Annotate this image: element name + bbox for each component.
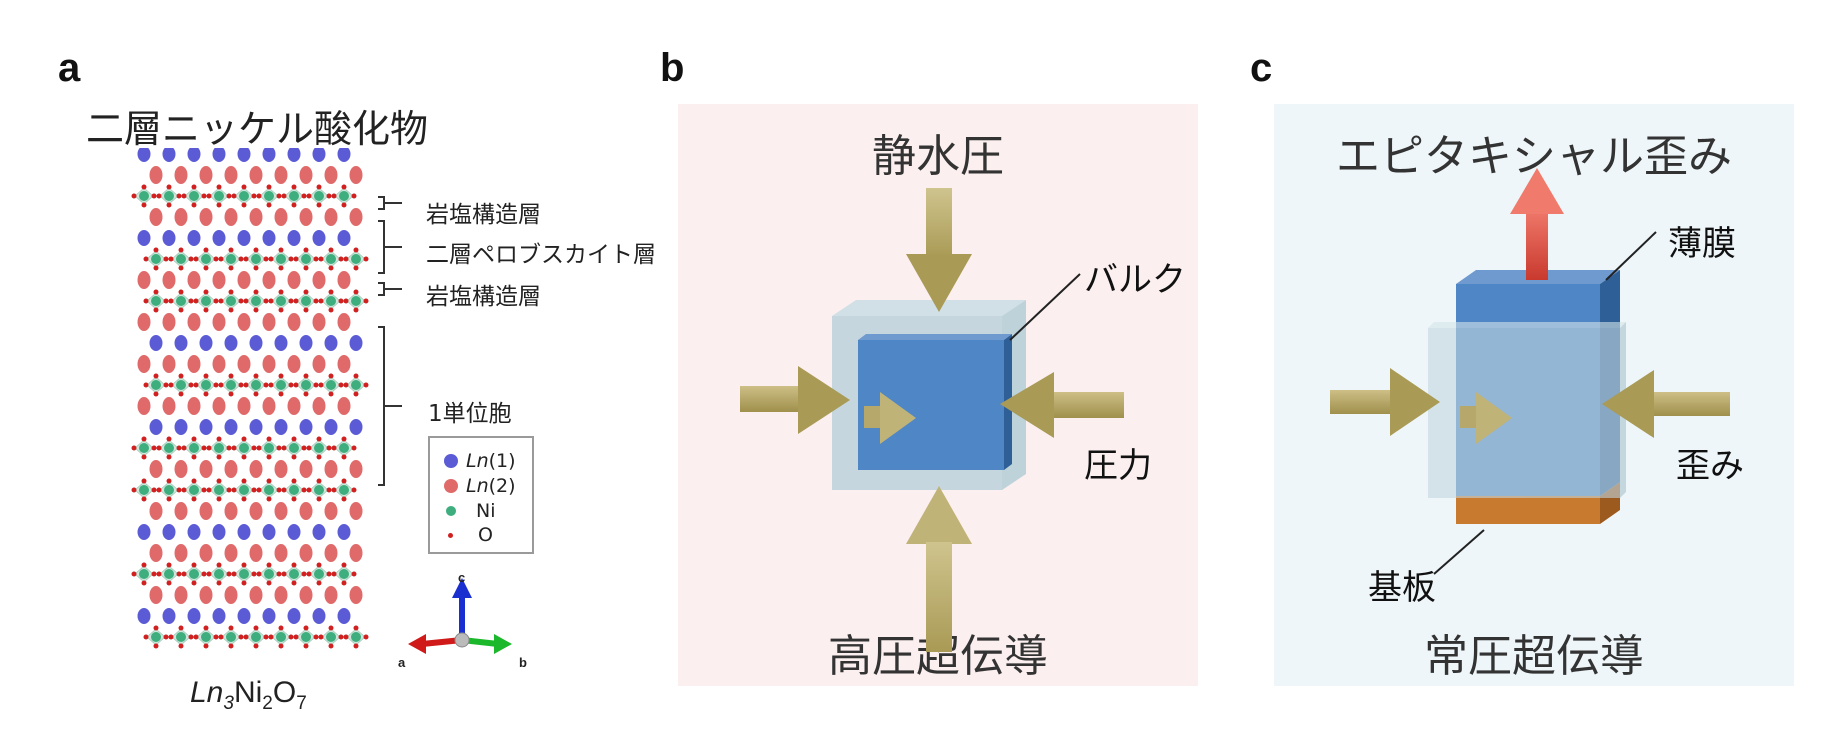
layer-label-rocksalt-bottom: 岩塩構造層 [426, 284, 541, 310]
axis-label-b: b [519, 655, 527, 670]
epitaxial-arrow-up [1510, 168, 1564, 280]
layer-brackets [378, 196, 402, 486]
panel-b-letter: b [660, 46, 685, 90]
legend-ln1-index: (1) [488, 450, 516, 472]
pressure-label: 圧力 [1084, 446, 1152, 486]
pressure-arrow-right [1000, 372, 1124, 438]
formula-ln: Ln [190, 676, 224, 709]
formula-sub7: 7 [296, 693, 307, 714]
chemical-formula: Ln3Ni2O7 [190, 676, 307, 715]
axis-triad [408, 578, 512, 654]
formula-ni: Ni [233, 676, 263, 709]
substrate-label: 基板 [1368, 568, 1436, 608]
legend-item-ln1: Ln (1) [444, 450, 516, 472]
pressure-arrow-left [740, 366, 850, 434]
legend-ln1-symbol: Ln [466, 450, 489, 472]
legend-item-ln2: Ln (2) [444, 475, 516, 497]
pressure-arrow-top [906, 188, 972, 312]
ln1-dot-icon [444, 454, 458, 468]
ni-dot-icon [446, 506, 456, 516]
panel-a-title: 二層ニッケル酸化物 [86, 107, 429, 151]
crystal-structure [131, 148, 369, 649]
layer-label-unit-cell: 1単位胞 [428, 401, 512, 427]
layer-label-rocksalt-top: 岩塩構造層 [426, 202, 541, 228]
formula-o: O [272, 676, 297, 709]
film-label: 薄膜 [1668, 224, 1736, 264]
inner-arrow-c [1460, 392, 1512, 444]
legend-item-ni: Ni [444, 500, 496, 522]
bulk-label: バルク [1084, 260, 1186, 300]
inner-arrow [864, 392, 916, 444]
strain-arrow-left [1330, 368, 1440, 436]
legend-ln2-index: (2) [488, 475, 516, 497]
formula-sub2: 2 [262, 693, 273, 714]
legend-ln2-symbol: Ln [466, 475, 489, 497]
layer-label-bilayer-perovskite: 二層ペロブスカイト層 [426, 242, 656, 268]
axis-label-c: c [458, 570, 466, 585]
pressure-arrow-bottom [906, 486, 972, 652]
bulk-pressure-diagram [740, 188, 1124, 652]
formula-sub3: 3 [223, 693, 234, 714]
legend-item-o: O [444, 524, 493, 546]
panel-c-bottom-title: 常圧超伝導 [1424, 631, 1644, 682]
panel-c-letter: c [1250, 46, 1273, 90]
o-dot-icon [448, 532, 453, 538]
legend-o-label: O [478, 524, 493, 546]
legend-ni-label: Ni [476, 500, 496, 522]
strain-cube-outer [1428, 322, 1626, 498]
atom-legend: Ln (1) Ln (2) Ni O [428, 436, 534, 554]
strain-arrow-right [1602, 370, 1730, 438]
axis-label-a: a [398, 655, 406, 670]
strain-label: 歪み [1676, 446, 1744, 486]
panel-a-letter: a [58, 46, 81, 90]
panel-b-top-title: 静水圧 [872, 131, 1004, 182]
ln2-dot-icon [444, 479, 458, 493]
thin-film-strain-diagram [1330, 168, 1730, 575]
